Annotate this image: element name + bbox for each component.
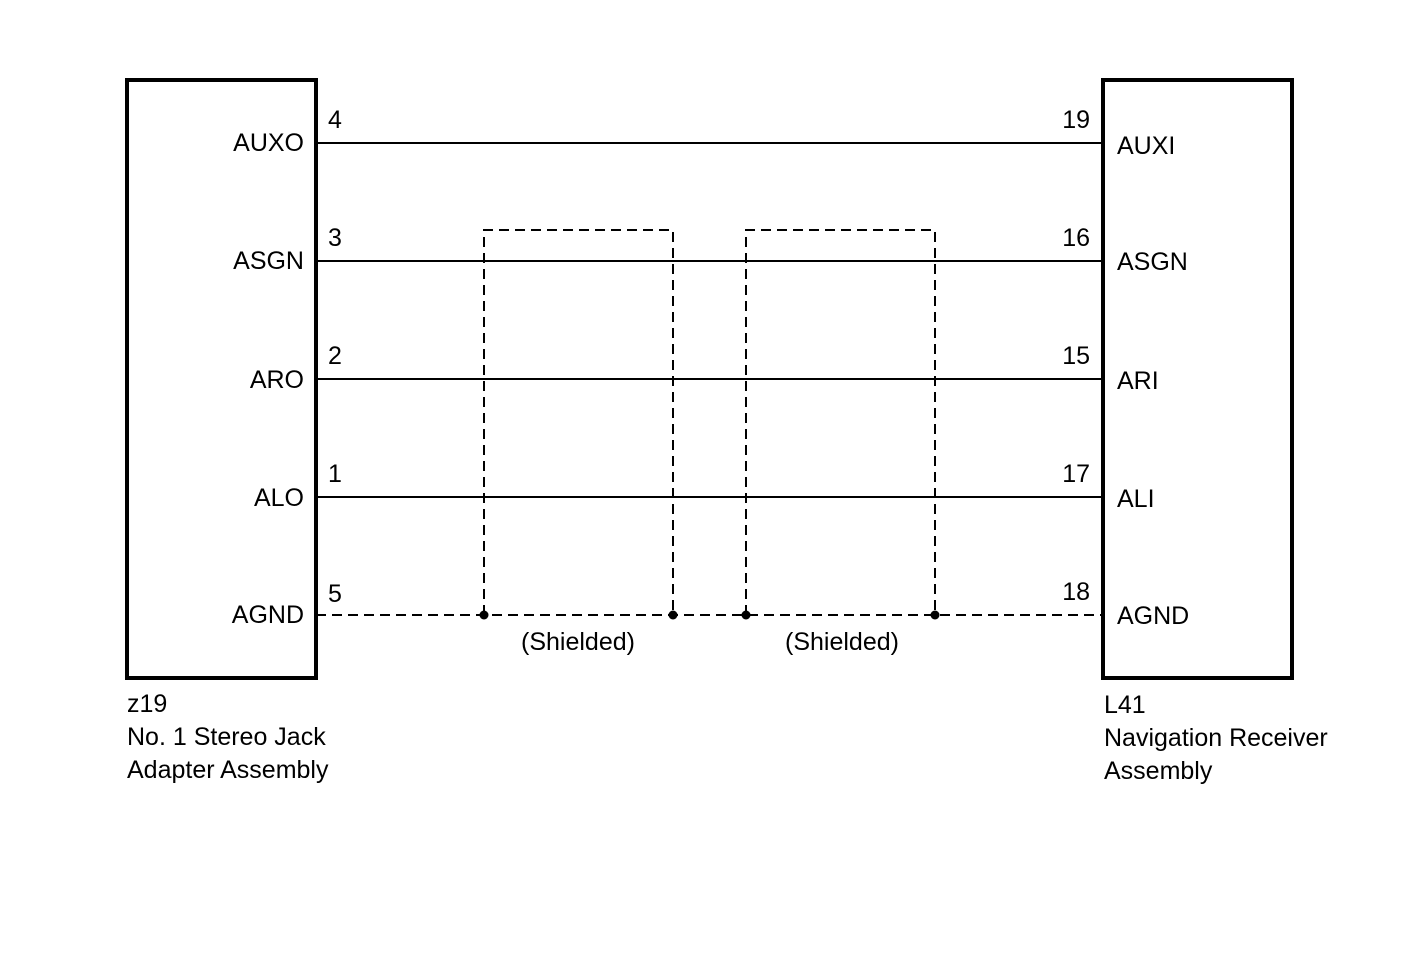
shield-label: (Shielded) bbox=[785, 628, 899, 656]
right-signal-label: ALI bbox=[1117, 485, 1155, 513]
left-connector-caption: z19 No. 1 Stereo Jack Adapter Assembly bbox=[127, 688, 329, 787]
left-pin-number: 3 bbox=[328, 224, 342, 252]
shield-outline-2 bbox=[745, 229, 936, 615]
right-signal-label: ARI bbox=[1117, 367, 1159, 395]
right-pin-number: 16 bbox=[1062, 224, 1090, 252]
left-pin-number: 1 bbox=[328, 460, 342, 488]
left-signal-label: ARO bbox=[250, 366, 304, 394]
right-pin-number: 18 bbox=[1062, 578, 1090, 606]
left-connector-name-line1: No. 1 Stereo Jack bbox=[127, 723, 326, 751]
right-pin-number: 19 bbox=[1062, 106, 1090, 134]
junction-dot bbox=[479, 610, 489, 620]
junction-dot bbox=[668, 610, 678, 620]
left-connector-name-line2: Adapter Assembly bbox=[127, 756, 329, 784]
right-connector-code: L41 bbox=[1104, 691, 1146, 719]
right-signal-label: AGND bbox=[1117, 602, 1189, 630]
shield-outline-1 bbox=[483, 229, 674, 615]
shield-label: (Shielded) bbox=[521, 628, 635, 656]
junction-dot bbox=[930, 610, 940, 620]
right-connector-name-line1: Navigation Receiver bbox=[1104, 724, 1328, 752]
left-signal-label: AGND bbox=[232, 601, 304, 629]
right-signal-label: AUXI bbox=[1117, 132, 1175, 160]
left-connector-code: z19 bbox=[127, 690, 168, 718]
left-signal-label: AUXO bbox=[233, 129, 304, 157]
left-signal-label: ASGN bbox=[233, 247, 304, 275]
right-signal-label: ASGN bbox=[1117, 248, 1188, 276]
right-connector-caption: L41 Navigation Receiver Assembly bbox=[1104, 689, 1328, 788]
junction-dot bbox=[741, 610, 751, 620]
left-pin-number: 5 bbox=[328, 580, 342, 608]
right-connector-name-line2: Assembly bbox=[1104, 757, 1213, 785]
left-signal-label: ALO bbox=[254, 484, 304, 512]
right-pin-number: 17 bbox=[1062, 460, 1090, 488]
right-pin-number: 15 bbox=[1062, 342, 1090, 370]
left-pin-number: 4 bbox=[328, 106, 342, 134]
left-pin-number: 2 bbox=[328, 342, 342, 370]
